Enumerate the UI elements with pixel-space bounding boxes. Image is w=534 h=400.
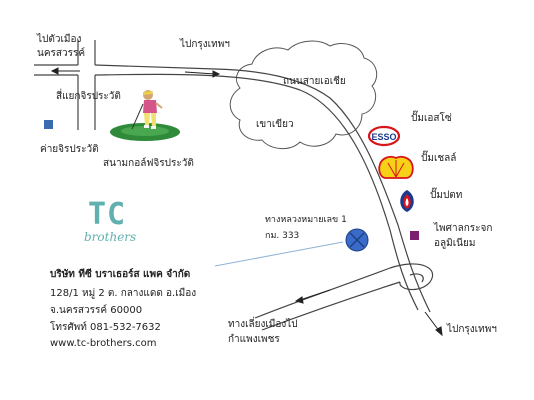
esso-logo: ESSO: [367, 125, 401, 147]
label-nakhon-sawan: นครสวรรค์: [37, 48, 86, 59]
label-bypass-to: ทางเลี่ยงเมืองไป: [228, 319, 298, 330]
label-esso-station: ปั๊มเอสโซ่: [411, 113, 452, 124]
tc-logo: TC: [88, 197, 127, 232]
jirapravat-camp-marker: [44, 120, 53, 129]
label-aluminium-glass: ไพศาลกระจก: [434, 223, 493, 234]
direction-arrows: [50, 67, 443, 337]
label-to-bangkok-bottom: ไปกรุงเทพฯ: [447, 324, 497, 335]
address-line-2: จ.นครสวรรค์ 60000: [50, 305, 143, 316]
company-name: บริษัท ทีซี บราเธอร์ส แพค จำกัด: [50, 269, 191, 280]
roads: [34, 40, 434, 331]
label-kamphaeng-phet: กำแพงเพชร: [228, 334, 280, 345]
golfer-icon: [131, 90, 163, 130]
label-khao-khiao: เขาเขียว: [256, 119, 294, 130]
address-line-1: 128/1 หมู่ 2 ต. กลางแดด อ.เมือง: [50, 288, 197, 299]
golf-green-highlight: [121, 126, 169, 136]
aluminium-glass-marker: [410, 231, 419, 240]
esso-logo-text: ESSO: [371, 132, 396, 142]
website-link[interactable]: www.tc-brothers.com: [50, 338, 157, 349]
label-shell-station: ปั๊มเชลล์: [421, 153, 457, 164]
label-golf-course: สนามกอล์ฟจิรประวัติ: [103, 158, 194, 169]
label-to-city: ไปตัวเมือง: [37, 34, 82, 45]
label-highway-1: ทางหลวงหมายเลข 1: [265, 215, 347, 225]
company-location-marker[interactable]: [345, 228, 369, 252]
label-km-333: กม. 333: [265, 231, 300, 241]
label-ptt-station: ปั๊มปตท: [430, 190, 463, 201]
label-aluminium: อลูมิเนียม: [434, 238, 476, 249]
shell-logo: [378, 155, 414, 179]
ptt-logo: [400, 190, 414, 212]
label-to-bangkok-top: ไปกรุงเทพฯ: [180, 39, 230, 50]
khao-khiao-hill: [229, 40, 378, 149]
label-asia-highway: ถนนสายเอเชีย: [283, 76, 346, 87]
label-jirapravat-junction: สี่แยกจิรประวัติ: [56, 91, 121, 102]
location-pointer-line: [214, 241, 344, 267]
phone-number: โทรศัพท์ 081-532-7632: [50, 322, 161, 333]
label-jirapravat-camp: ค่ายจิรประวัติ: [40, 144, 99, 155]
brothers-logo: brothers: [84, 230, 137, 244]
